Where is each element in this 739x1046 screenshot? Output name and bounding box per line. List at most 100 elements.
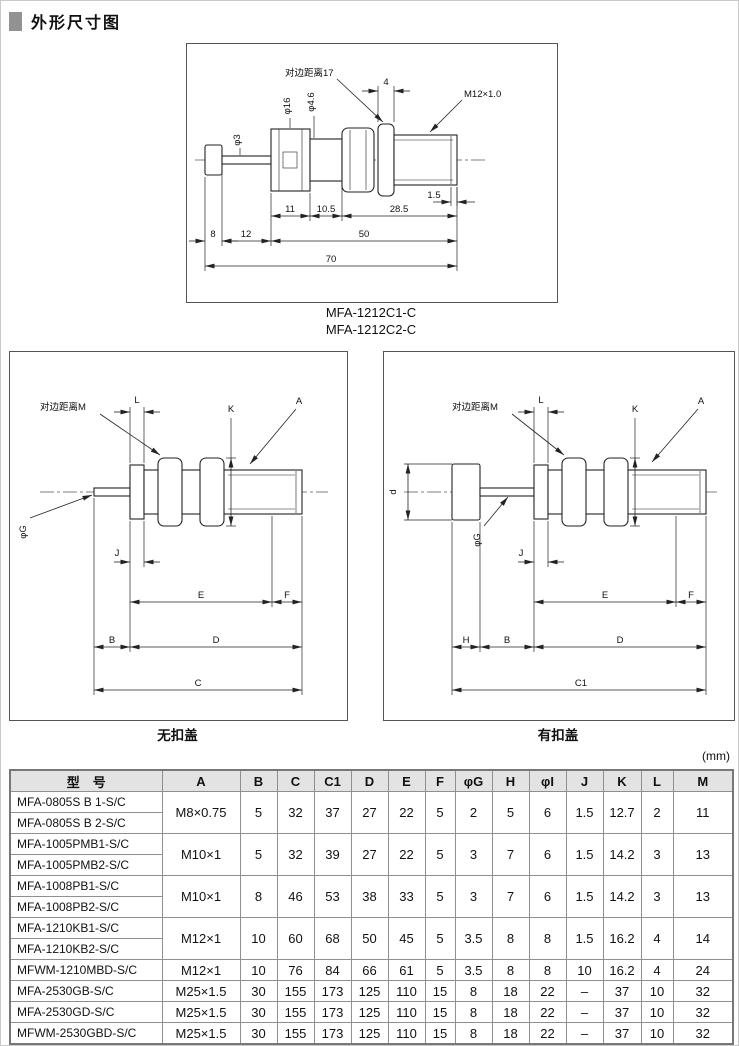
model-cell: MFA-1008PB2-S/C [9,896,163,918]
D-label: D [213,635,220,646]
value-cell: 6 [528,833,567,876]
value-cell: – [565,1001,604,1023]
top-drawing-panel: 对边距离17 4 M12×1.0 φ3 φ16 φ4.6 1.5 11 10.5… [186,43,558,303]
model-cell: MFA-1005PMB2-S/C [9,854,163,876]
value-cell: 30 [239,1022,278,1045]
value-cell: 8 [239,875,278,918]
value-cell: 7 [491,875,530,918]
J-label: J [115,548,120,559]
column-header: H [491,769,530,792]
A-label: A [698,396,705,407]
value-cell: 27 [350,791,389,834]
value-cell: M8×0.75 [161,791,241,834]
value-cell: 10 [640,1022,674,1045]
value-cell: M12×1 [161,917,241,960]
value-cell: 8 [528,917,567,960]
E-label: E [198,590,204,601]
value-cell: 1.5 [565,917,604,960]
value-cell: 50 [350,917,389,960]
model-cell: MFA-1008PB1-S/C [9,875,163,897]
value-cell: 14.2 [602,875,642,918]
body-dia-label: φ16 [282,98,293,115]
model-cell: MFA-1210KB1-S/C [9,917,163,939]
value-cell: 8 [454,1001,493,1023]
F-label: F [284,590,290,601]
section-marker [9,11,22,31]
value-cell: 32 [672,1001,734,1023]
J-label: J [519,548,524,559]
value-cell: 22 [528,980,567,1002]
left-drawing-caption: 无扣盖 [157,728,198,743]
model-cell: MFA-0805S B 1-S/C [9,791,163,813]
value-cell: 1.5 [565,833,604,876]
nut-width-label: 4 [383,77,388,88]
value-cell: 10 [239,917,278,960]
section-header: 外形尺寸图 [9,9,121,33]
left-drawing-panel: L 对边距离M K A φG J E F B D C [9,351,348,721]
column-header: D [350,769,389,792]
value-cell: 14 [672,917,734,960]
value-cell: 46 [276,875,315,918]
value-cell: 22 [387,791,426,834]
model-cell: MFA-1210KB2-S/C [9,938,163,960]
C-label: C [195,678,202,689]
value-cell: 61 [387,959,426,981]
value-cell: 3 [454,875,493,918]
value-cell: 5 [239,833,278,876]
value-cell: 3 [640,833,674,876]
dimension-labels: 对边距离17 4 M12×1.0 φ3 φ16 φ4.6 1.5 11 10.5… [210,67,501,265]
A-label: A [296,396,303,407]
value-cell: M12×1 [161,959,241,981]
table-row: MFA-1210KB2-S/C [9,938,733,960]
value-cell: 22 [528,1001,567,1023]
dim-11: 11 [285,204,295,215]
value-cell: 8 [491,959,530,981]
model-cell: MFWM-2530GBD-S/C [9,1022,163,1045]
column-header: C [276,769,315,792]
value-cell: 5 [424,833,456,876]
K-label: K [632,404,639,415]
value-cell: 10 [565,959,604,981]
B-label: B [504,635,510,646]
value-cell: 155 [276,980,315,1002]
value-cell: M25×1.5 [161,1022,241,1045]
dim-28-5: 28.5 [390,204,409,215]
value-cell: 60 [276,917,315,960]
d-label: d [388,489,399,494]
model-cell: MFA-1005PMB1-S/C [9,833,163,855]
column-header: A [161,769,241,792]
value-cell: M10×1 [161,833,241,876]
value-cell: 18 [491,1001,530,1023]
component-outline [93,457,303,527]
value-cell: 6 [528,791,567,834]
value-cell: 3 [640,875,674,918]
dim-12: 12 [241,229,252,240]
value-cell: 2 [454,791,493,834]
top-dimension-drawing: 对边距离17 4 M12×1.0 φ3 φ16 φ4.6 1.5 11 10.5… [189,67,501,271]
dimension-labels: L 对边距离M K A φG J E F B D C [18,395,303,689]
column-header: E [387,769,426,792]
L-label: L [134,395,139,406]
value-cell: 5 [424,875,456,918]
value-cell: 16.2 [602,959,642,981]
dim-8: 8 [210,229,215,240]
component-outline [451,457,707,527]
H-label: H [463,635,470,646]
flats-label: 对边距离17 [285,67,334,79]
value-cell: 33 [387,875,426,918]
page-title: 外形尺寸图 [31,15,122,32]
value-cell: 10 [239,959,278,981]
value-cell: 53 [313,875,352,918]
value-cell: 37 [313,791,352,834]
K-label: K [228,404,235,415]
value-cell: 2 [640,791,674,834]
value-cell: 155 [276,1022,315,1045]
value-cell: 173 [313,1001,352,1023]
value-cell: 125 [350,1001,389,1023]
value-cell: 4 [640,959,674,981]
G-label: φG [18,525,29,539]
value-cell: – [565,980,604,1002]
